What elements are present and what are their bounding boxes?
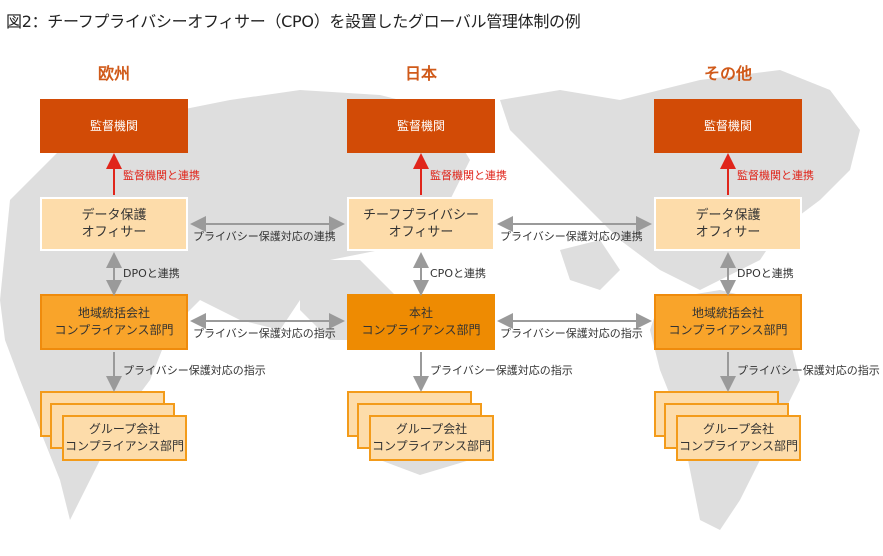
officer-link-label: DPOと連携 <box>737 267 794 280</box>
compliance-box-europe: 地域統括会社 コンプライアンス部門 <box>40 294 188 350</box>
authority-link-label: 監督機関と連携 <box>123 169 200 182</box>
officer-link-right-label: プライバシー保護対応の連携 <box>500 230 643 243</box>
compliance-link-left-label: プライバシー保護対応の指示 <box>193 327 336 340</box>
officer-box-europe: データ保護 オフィサー <box>40 197 188 251</box>
officer-box-other: データ保護 オフィサー <box>654 197 802 251</box>
instruction-label: プライバシー保護対応の指示 <box>123 364 266 377</box>
compliance-link-right-label: プライバシー保護対応の指示 <box>500 327 643 340</box>
region-heading-europe: 欧州 <box>97 64 130 83</box>
compliance-box-japan: 本社 コンプライアンス部門 <box>347 294 495 350</box>
instruction-label: プライバシー保護対応の指示 <box>430 364 573 377</box>
officer-link-label: CPOと連携 <box>430 267 486 280</box>
region-heading-other: その他 <box>703 64 752 83</box>
officer-link-label: DPOと連携 <box>123 267 180 280</box>
authority-box-other: 監督機関 <box>654 99 802 153</box>
group-company-box-japan: グループ会社 コンプライアンス部門 <box>369 415 494 461</box>
officer-box-japan: チーフプライバシー オフィサー <box>347 197 495 251</box>
region-heading-japan: 日本 <box>404 64 437 83</box>
group-company-box-other: グループ会社 コンプライアンス部門 <box>676 415 801 461</box>
figure-title: 図2：チーフプライバシーオフィサー（CPO）を設置したグローバル管理体制の例 <box>6 12 581 31</box>
authority-box-europe: 監督機関 <box>40 99 188 153</box>
officer-link-left-label: プライバシー保護対応の連携 <box>193 230 336 243</box>
authority-link-label: 監督機関と連携 <box>430 169 507 182</box>
group-company-box-europe: グループ会社 コンプライアンス部門 <box>62 415 187 461</box>
instruction-label: プライバシー保護対応の指示 <box>737 364 880 377</box>
authority-box-japan: 監督機関 <box>347 99 495 153</box>
authority-link-label: 監督機関と連携 <box>737 169 814 182</box>
